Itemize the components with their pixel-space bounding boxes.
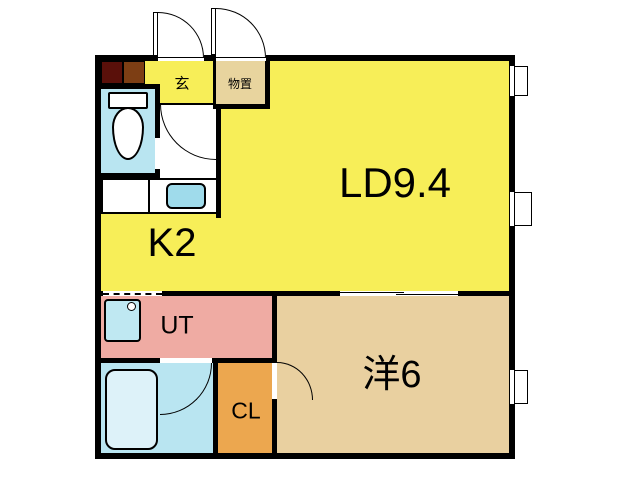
room-genkan-label: 玄 <box>174 75 190 93</box>
bath-door-opening <box>160 358 212 363</box>
room-western-fill <box>277 296 509 453</box>
washing-machine-dial-icon <box>127 302 136 311</box>
window-bottom-right-icon <box>509 370 515 404</box>
wall-ld-left <box>216 104 221 218</box>
room-closet-label: CL <box>231 397 261 424</box>
sliding-door-panel-1 <box>340 291 404 293</box>
wall-toilet-top <box>95 84 160 89</box>
entrance-door-leaf-left <box>153 12 158 56</box>
room-ld-label: LD9.4 <box>338 159 452 206</box>
room-western-label: 洋6 <box>362 354 422 396</box>
kitchen-ut-dashed-line <box>103 292 162 295</box>
bathtub-icon <box>105 369 158 450</box>
room-storage-label: 物置 <box>227 77 253 91</box>
entrance-door-opening-right <box>216 55 266 61</box>
entrance-door-leaf-right <box>211 8 216 55</box>
shoe-cabinet-brown-icon <box>123 61 145 84</box>
wall-storage-right <box>265 61 270 109</box>
wall-toilet-right <box>155 84 160 178</box>
room-closet-fill <box>218 363 272 453</box>
entrance-threshold-left <box>158 57 204 58</box>
window-mid-right-sill <box>513 192 532 226</box>
window-top-right-sill <box>513 66 528 96</box>
room-storage-fill <box>216 61 265 104</box>
kitchen-sink-icon <box>166 183 206 209</box>
room-kitchen-label: K2 <box>147 221 197 265</box>
genkan-step-line <box>158 103 213 105</box>
wall-bath-closet <box>213 358 218 453</box>
entrance-door-swing-left <box>158 12 204 58</box>
closet-door-opening <box>272 362 277 400</box>
window-top-right-icon <box>509 66 515 96</box>
kitchen-counter-divider <box>148 178 150 214</box>
room-ut-label: UT <box>160 311 194 340</box>
window-mid-right-icon <box>509 192 515 226</box>
wall-toilet-bottom <box>95 173 160 178</box>
toilet-door-opening <box>155 137 160 170</box>
window-bottom-right-sill <box>513 370 528 404</box>
wall-main-horizontal <box>95 291 515 296</box>
wall-genkan-storage-divider <box>213 61 216 104</box>
outer-wall <box>95 55 515 459</box>
shoe-cabinet-dark-icon <box>101 61 123 84</box>
entrance-threshold-right <box>216 57 266 58</box>
entrance-door-opening-left <box>158 55 204 61</box>
entrance-door-swing-right <box>216 8 266 58</box>
toilet-bowl-icon <box>112 107 144 160</box>
wall-storage-bottom <box>213 104 270 109</box>
washing-machine-icon <box>104 299 141 342</box>
sliding-door-panel-2 <box>396 293 458 295</box>
